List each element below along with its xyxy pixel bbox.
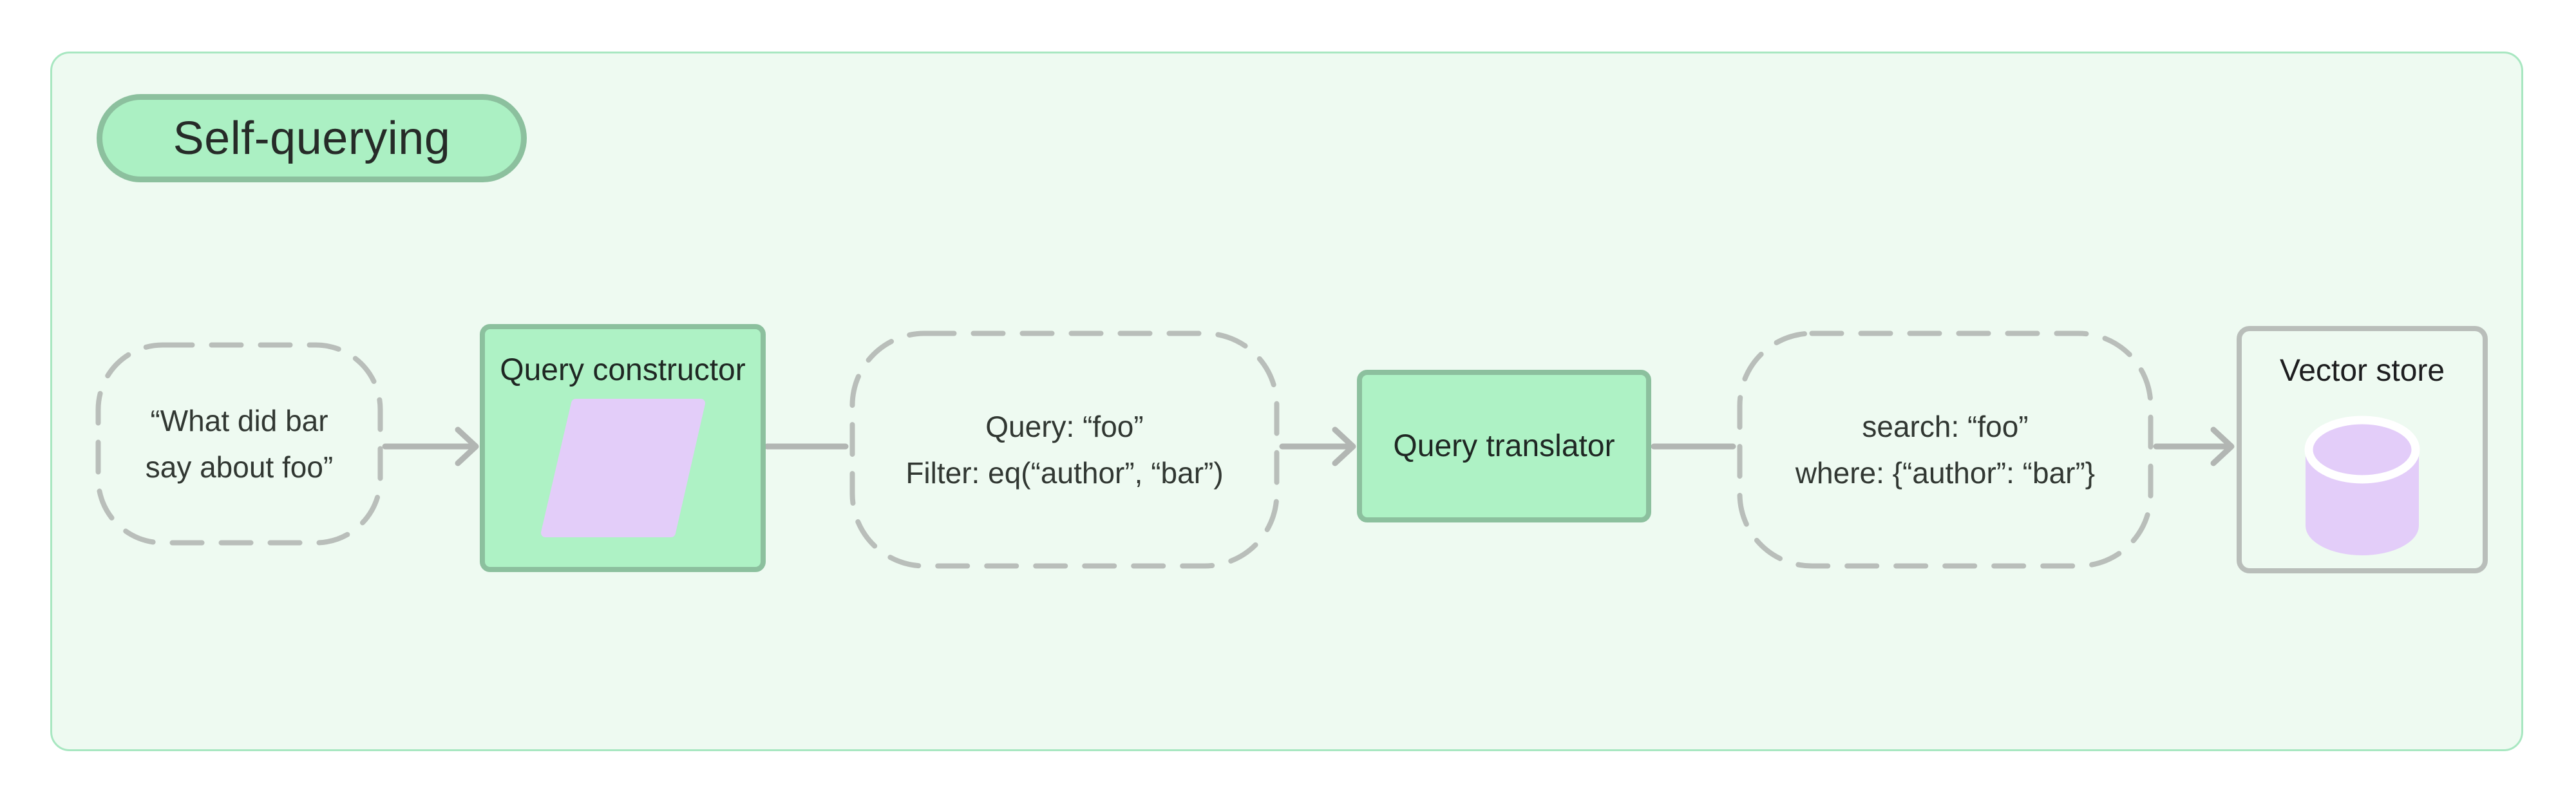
connector-translated-to-vectorstore	[2153, 426, 2235, 466]
arrowhead-icon	[1332, 426, 1356, 466]
question-text-line-1: “What did bar	[150, 404, 328, 437]
structured-query-line-2: Filter: eq(“author”, “bar”)	[905, 456, 1224, 490]
node-user-question: “What did bar say about foo”	[95, 342, 383, 546]
query-constructor-label: Query constructor	[500, 353, 746, 387]
translated-query-line-1: search: “foo”	[1862, 410, 2029, 443]
arrowhead-icon	[455, 426, 479, 466]
node-vector-store: Vector store	[2237, 326, 2488, 573]
database-icon	[2304, 416, 2420, 555]
dashed-border	[849, 330, 1280, 569]
node-translated-query: search: “foo” where: {“author”: “bar”}	[1737, 330, 2154, 569]
node-query-translator: Query translator	[1357, 370, 1651, 522]
self-querying-panel: Self-querying “What did bar say about fo…	[50, 52, 2523, 751]
node-structured-query: Query: “foo” Filter: eq(“author”, “bar”)	[849, 330, 1280, 569]
connector-question-to-constructor	[382, 426, 479, 466]
node-query-constructor: Query constructor	[480, 324, 766, 572]
connector-structured-to-translator	[1279, 426, 1356, 466]
structured-query-line-1: Query: “foo”	[985, 410, 1144, 443]
flow-connectors	[382, 426, 2235, 466]
vector-store-label: Vector store	[2279, 354, 2445, 388]
parallelogram-icon	[541, 399, 705, 537]
arrowhead-icon	[2210, 426, 2235, 466]
translated-query-line-2: where: {“author”: “bar”}	[1795, 456, 2096, 490]
dashed-border	[95, 342, 383, 546]
question-text-line-2: say about foo”	[145, 450, 334, 484]
diagram-title-badge: Self-querying	[97, 94, 527, 182]
diagram-title: Self-querying	[173, 112, 451, 164]
query-translator-label: Query translator	[1393, 429, 1615, 463]
dashed-border	[1737, 330, 2154, 569]
